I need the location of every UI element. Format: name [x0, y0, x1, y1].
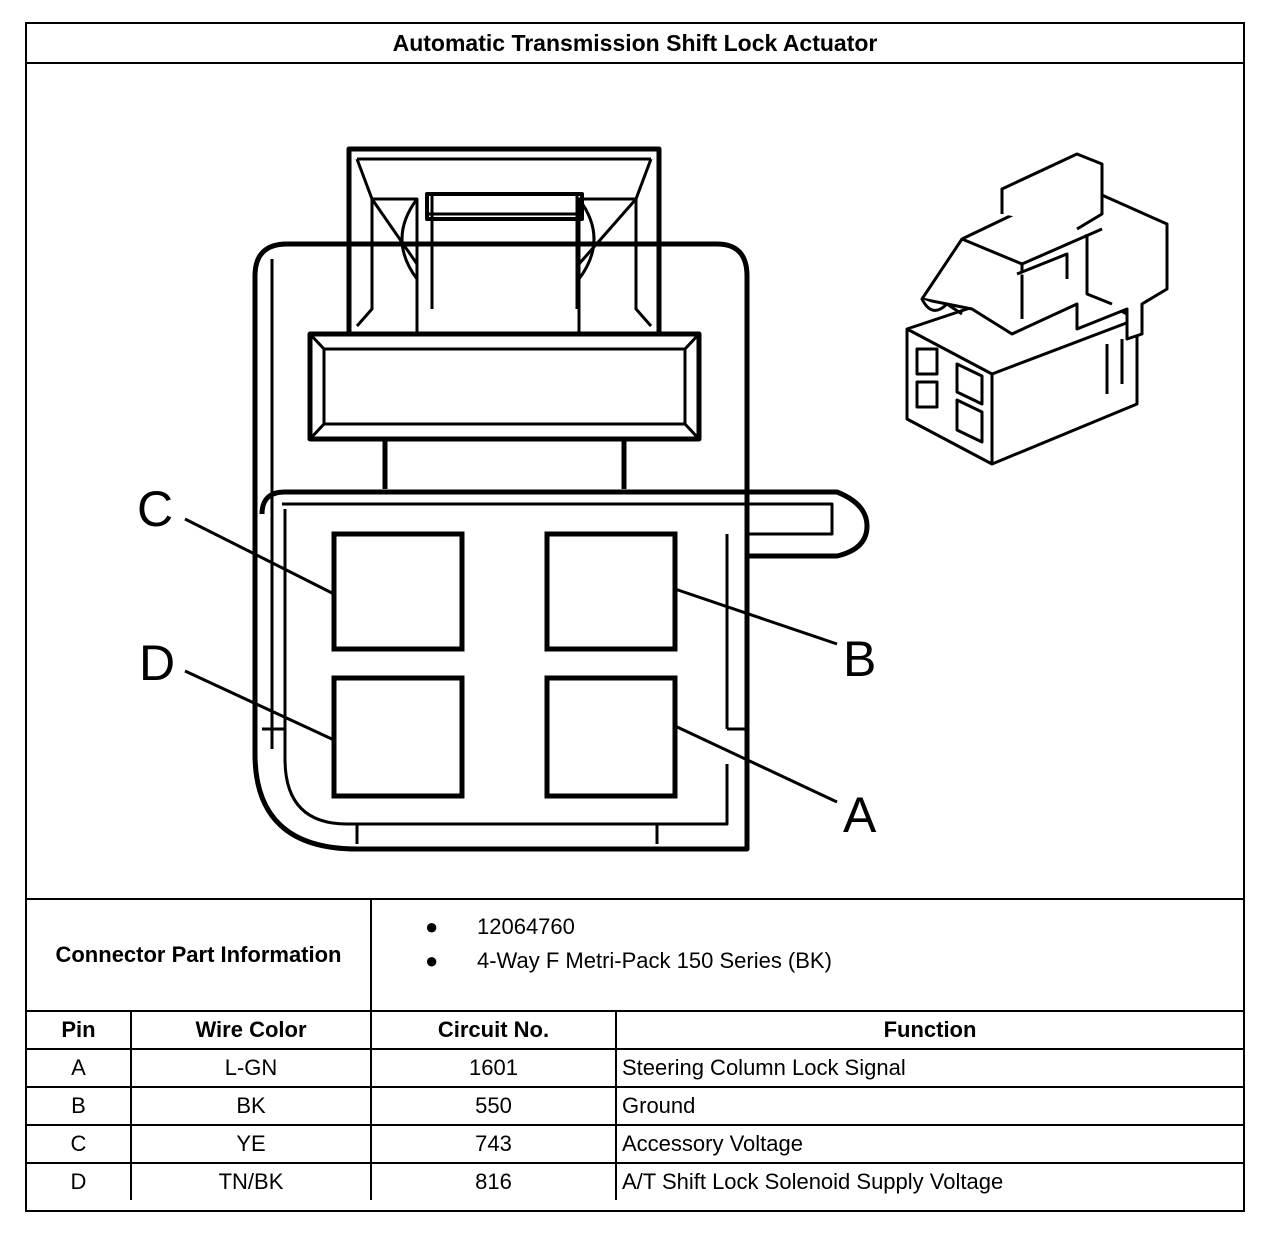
table-header-row: Pin Wire Color Circuit No. Function: [27, 1012, 1243, 1050]
connector-info-list: ● 12064760 ● 4-Way F Metri-Pack 150 Series…: [422, 910, 832, 978]
header-function: Function: [615, 1012, 1243, 1050]
cell-wire-color: BK: [130, 1086, 372, 1126]
connector-series: 4-Way F Metri-Pack 150 Series (BK): [477, 948, 832, 973]
bullet-icon: ●: [425, 914, 439, 939]
header-circuit-no: Circuit No.: [370, 1012, 617, 1050]
cell-function: Accessory Voltage: [615, 1124, 1243, 1164]
cell-pin: B: [27, 1086, 132, 1126]
connector-diagram: C D B A: [27, 64, 1243, 898]
pin-label-a: A: [843, 787, 877, 843]
cell-pin: D: [27, 1162, 132, 1200]
part-number: 12064760: [477, 914, 575, 939]
connector-part-info: Connector Part Information ● 12064760 ● 4-…: [27, 898, 1243, 1012]
cell-function: Steering Column Lock Signal: [615, 1048, 1243, 1088]
cell-function: A/T Shift Lock Solenoid Supply Voltage: [615, 1162, 1243, 1200]
pinout-table: Pin Wire Color Circuit No. Function A L-…: [27, 1012, 1243, 1200]
table-row: B BK 550 Ground: [27, 1086, 1243, 1126]
pin-label-d: D: [139, 635, 175, 691]
cell-pin: A: [27, 1048, 132, 1088]
cavity-a: [544, 675, 678, 799]
bullet-icon: ●: [425, 948, 439, 973]
table-row: A L-GN 1601 Steering Column Lock Signal: [27, 1048, 1243, 1088]
cell-wire-color: YE: [130, 1124, 372, 1164]
terminal-cavities: [331, 531, 678, 799]
pin-leader-lines: [184, 517, 838, 804]
header-pin: Pin: [27, 1012, 132, 1050]
list-item: ● 12064760: [422, 910, 832, 944]
table-row: D TN/BK 816 A/T Shift Lock Solenoid Supp…: [27, 1162, 1243, 1200]
pin-label-c: C: [137, 481, 173, 537]
cavity-b: [544, 531, 678, 652]
list-item: ● 4-Way F Metri-Pack 150 Series (BK): [422, 944, 832, 978]
connector-sheet: Automatic Transmission Shift Lock Actuat…: [25, 22, 1245, 1212]
cell-circuit-no: 550: [370, 1086, 617, 1126]
cell-circuit-no: 743: [370, 1124, 617, 1164]
connector-isometric-view: [905, 152, 1169, 466]
pin-label-b: B: [843, 631, 876, 687]
cell-circuit-no: 1601: [370, 1048, 617, 1088]
cavity-d: [331, 675, 465, 799]
cell-wire-color: TN/BK: [130, 1162, 372, 1200]
cell-pin: C: [27, 1124, 132, 1164]
cell-circuit-no: 816: [370, 1162, 617, 1200]
connector-body: [252, 146, 870, 852]
header-wire-color: Wire Color: [130, 1012, 372, 1050]
connector-info-label: Connector Part Information: [27, 900, 372, 1010]
cavity-c: [331, 531, 465, 652]
table-row: C YE 743 Accessory Voltage: [27, 1124, 1243, 1164]
connector-face-drawing: C D B A: [137, 146, 1169, 852]
page-title: Automatic Transmission Shift Lock Actuat…: [27, 24, 1243, 64]
cell-wire-color: L-GN: [130, 1048, 372, 1088]
cell-function: Ground: [615, 1086, 1243, 1126]
